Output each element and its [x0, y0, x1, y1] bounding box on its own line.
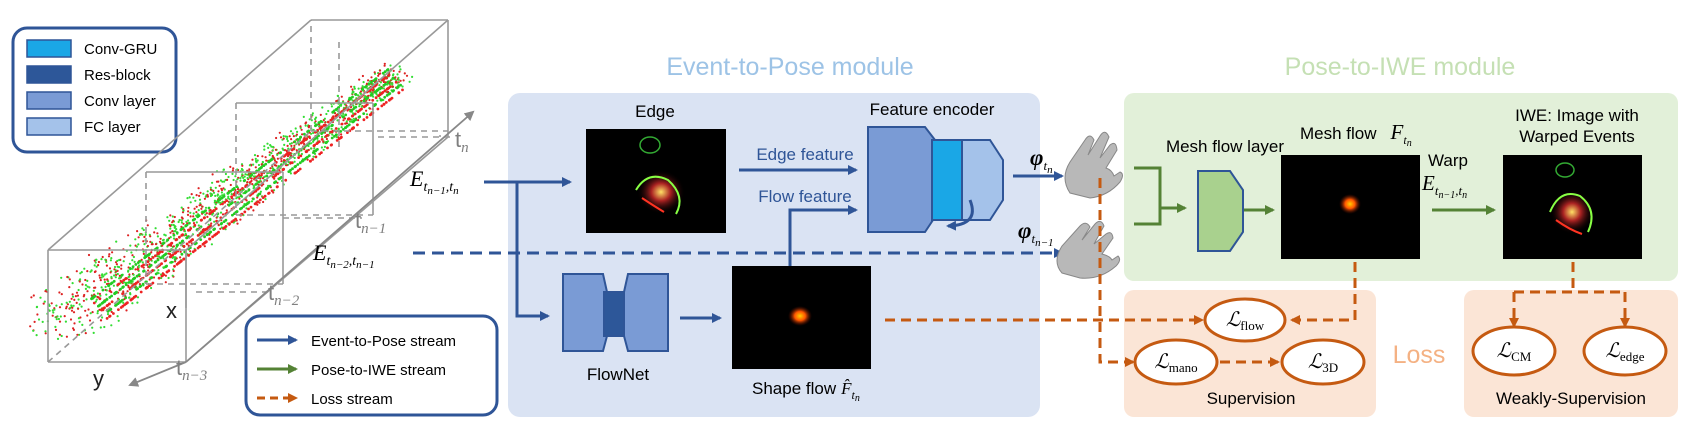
loss-title: Loss: [1393, 341, 1446, 369]
stream-legend-box: [244, 314, 499, 417]
stream-legend-label: Event-to-Pose stream: [311, 333, 456, 350]
pose-to-iwe-title: Pose-to-IWE module: [1285, 53, 1516, 81]
legend-swatch: [26, 65, 72, 84]
hand-mesh-current: [1064, 131, 1123, 199]
loss-cm-node: [1471, 325, 1557, 377]
legend-swatch: [26, 39, 72, 58]
loss-3d-node: [1280, 338, 1366, 386]
event-input-previous: Etn−2,tn−1: [312, 240, 375, 271]
mesh-flow-layer-label: Mesh flow layer: [1166, 137, 1284, 156]
pose-previous: φtn−1: [1018, 218, 1054, 249]
axis-y-label: y: [93, 366, 104, 391]
flownet: [562, 273, 669, 352]
edge-feature-label: Edge feature: [756, 145, 853, 164]
time-label-n-3: tn−3: [176, 355, 207, 384]
mesh-flow-layer: [1197, 170, 1244, 252]
flownet-label: FlowNet: [587, 365, 650, 384]
legend-label: Res-block: [84, 67, 151, 84]
supervision-panel: [1124, 290, 1376, 417]
feature-encoder: [867, 126, 1004, 233]
legend-label: Conv-GRU: [84, 41, 157, 58]
hand-mesh-previous: [1056, 220, 1121, 279]
loss-mano-node: [1133, 338, 1219, 386]
edge-label: Edge: [635, 102, 675, 121]
iwe-image: [1503, 155, 1642, 259]
warp-event-label: Etn−1,tn: [1421, 171, 1467, 201]
pose-current: φtn: [1030, 145, 1053, 176]
loss-flow-label: ℒflow: [1226, 309, 1265, 333]
event-point-cloud: [29, 62, 414, 340]
feature-encoder-label: Feature encoder: [870, 100, 995, 119]
shape-flow-image: [732, 266, 871, 369]
legend-label: Conv layer: [84, 93, 156, 110]
supervision-label: Supervision: [1207, 389, 1296, 408]
legend-label: FC layer: [84, 119, 141, 136]
time-label-n-1: tn−1: [355, 208, 386, 237]
iwe-title-line1: IWE: Image with: [1515, 106, 1639, 125]
flow-feature-label: Flow feature: [758, 187, 852, 206]
iwe-title-line2: Warped Events: [1519, 127, 1635, 146]
loss-3d-label: ℒ3D: [1308, 351, 1338, 375]
axis-x-label: x: [166, 298, 177, 323]
event-to-pose-title: Event-to-Pose module: [666, 53, 913, 81]
legend-swatch: [26, 91, 72, 110]
edge-image: [586, 129, 726, 233]
time-label-n: tn: [455, 127, 469, 156]
legend-swatch: [26, 117, 72, 136]
event-input-current: Etn−1,tn: [409, 166, 459, 197]
stream-legend-label: Loss stream: [311, 391, 393, 408]
warp-label: Warp: [1428, 151, 1468, 170]
weak-supervision-label: Weakly-Supervision: [1496, 389, 1646, 408]
loss-edge-node: [1582, 325, 1668, 377]
stream-legend-label: Pose-to-IWE stream: [311, 362, 446, 379]
loss-mano-label: ℒmano: [1154, 351, 1197, 375]
loss-cm-label: ℒCM: [1497, 340, 1532, 364]
loss-flow-node: [1203, 297, 1287, 343]
event-volume: [29, 19, 475, 387]
loss-edge-label: ℒedge: [1606, 340, 1645, 364]
mesh-flow-image: [1281, 155, 1420, 259]
time-label-n-2: tn−2: [268, 280, 300, 309]
